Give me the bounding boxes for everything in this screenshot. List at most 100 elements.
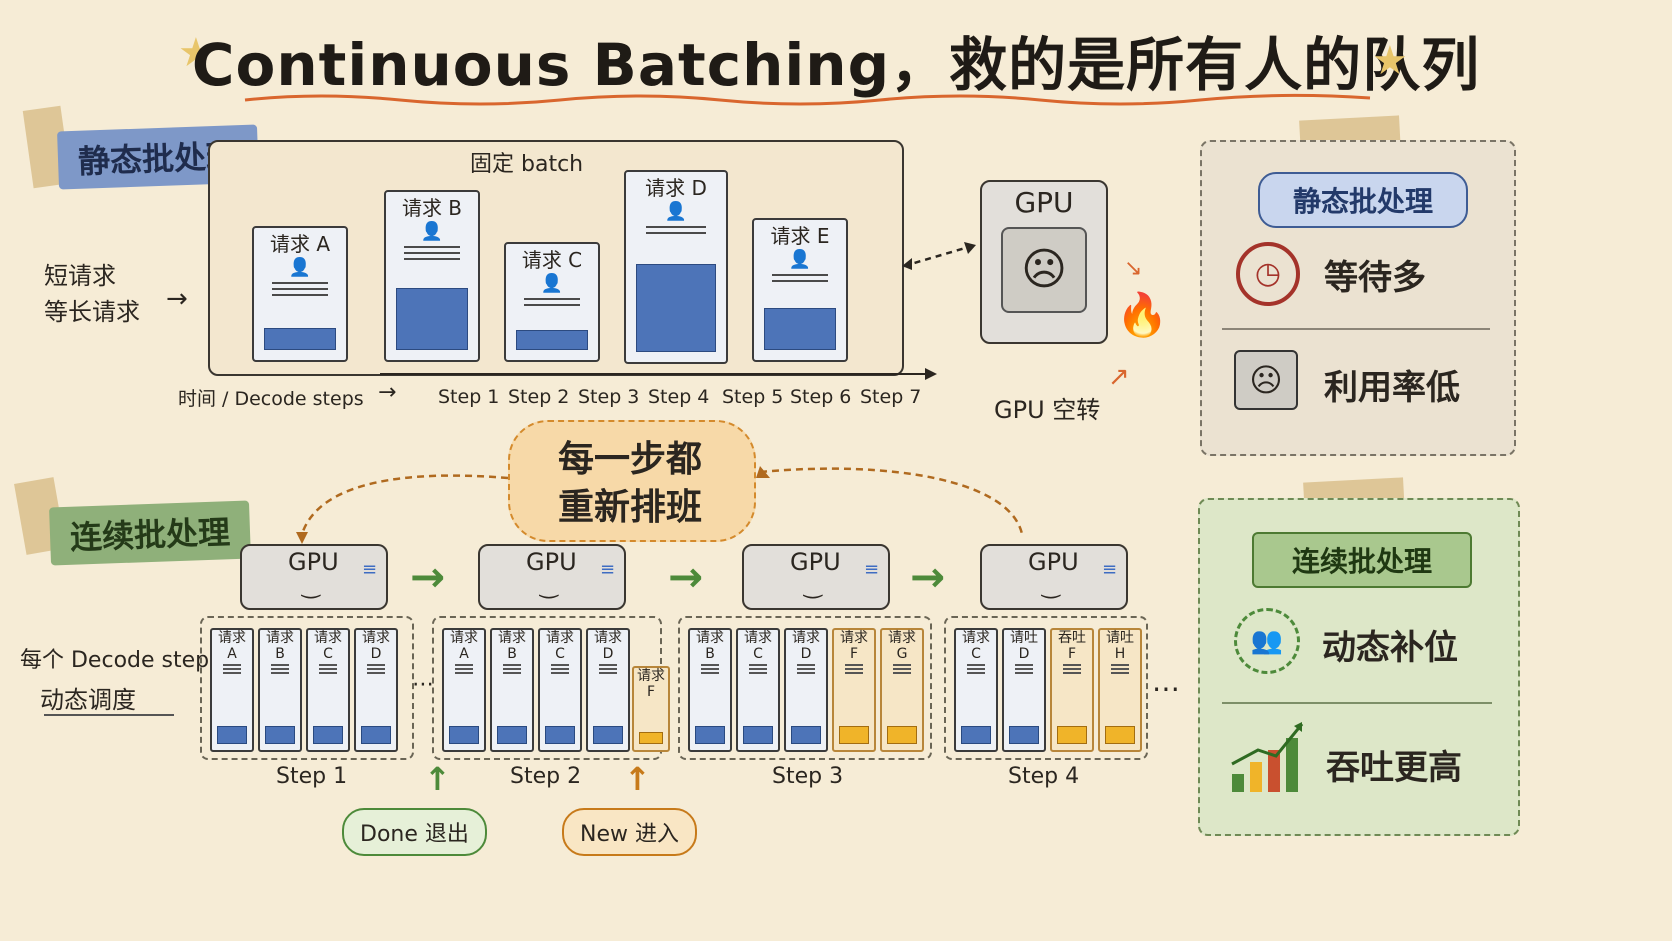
gpu-step-1	[240, 544, 388, 610]
mini-card-progress	[313, 726, 343, 744]
progress-fill	[264, 328, 336, 350]
gpu-label: GPU	[526, 548, 577, 576]
step-tick-label: Step 5	[722, 386, 784, 408]
continuous-summary-title: 连续批处理	[1252, 532, 1472, 588]
person-icon: 👤	[540, 273, 564, 294]
divider	[1222, 328, 1490, 330]
people-cycle-icon: 👥	[1234, 608, 1300, 674]
request-card-d: 请求 D 👤	[624, 170, 728, 364]
title-underline	[244, 93, 1371, 106]
gpu-label: GPU	[1014, 186, 1074, 219]
mini-card-letter: A	[459, 646, 469, 662]
mini-card-letter: B	[507, 646, 517, 662]
mini-card-label: 请求	[962, 630, 990, 646]
step-tick-label: Step 1	[438, 386, 500, 408]
progress-fill	[764, 308, 836, 350]
arrow-right-icon: →	[166, 284, 188, 314]
reschedule-bubble	[508, 420, 756, 542]
gpu-step-2	[478, 544, 626, 610]
request-label: 请求 B	[401, 196, 463, 220]
star-icon-right: ★	[1372, 38, 1408, 84]
batch-label: 固定 batch	[470, 152, 584, 177]
small-arrow-icon: ↗	[1108, 362, 1130, 392]
static-summary-item-1: 等待多	[1324, 258, 1426, 298]
static-summary-item-2: 利用率低	[1324, 368, 1460, 408]
smile-icon: ‿	[1042, 574, 1060, 599]
status-bars-icon: ≡	[1102, 559, 1118, 580]
clock-icon: ◷	[1236, 242, 1300, 306]
page-title: Continuous Batching，救的是所有人的队列	[191, 31, 1481, 99]
continuous-summary-item-1: 动态补位	[1322, 628, 1458, 668]
bubble-line-1: 每一步都	[557, 439, 702, 480]
time-axis	[380, 368, 937, 380]
mini-card-letter: D	[1018, 646, 1030, 662]
ellipsis-end: ⋯	[1152, 672, 1180, 705]
arrow-right-green-icon: →	[410, 552, 446, 601]
mini-card-label: 请吐	[1106, 630, 1134, 646]
mini-card-letter: F	[646, 684, 656, 700]
underline	[44, 714, 174, 716]
mini-card-letter: C	[971, 646, 981, 662]
continuous-section-label: 连续批处理	[49, 500, 251, 566]
continuous-summary-item-2: 吞吐更高	[1326, 748, 1462, 788]
mini-card-label: 请吐	[1010, 630, 1038, 646]
step-tick-label: Step 7	[860, 386, 922, 408]
divider	[1222, 702, 1492, 704]
step-label: Step 4	[1008, 764, 1080, 789]
mini-card-letter: B	[275, 646, 285, 662]
mini-card-progress	[545, 726, 575, 744]
arrow-up-orange-icon: ↑	[624, 760, 651, 798]
step-tick-label: Step 6	[790, 386, 852, 408]
arrow-right-green-icon: →	[910, 552, 946, 601]
mini-card-label: 请求	[498, 630, 526, 646]
mini-card-letter: A	[227, 646, 237, 662]
mini-card-letter: D	[370, 646, 382, 662]
mini-card-progress	[887, 726, 917, 744]
status-bars-icon: ≡	[362, 559, 378, 580]
mini-card-progress	[497, 726, 527, 744]
star-icon-left: ★	[178, 30, 214, 76]
mini-card-letter: D	[602, 646, 614, 662]
new-enter-badge: New 进入	[562, 808, 697, 856]
request-card-b: 请求 B 👤	[384, 190, 480, 362]
request-card-c: 请求 C 👤	[504, 242, 600, 362]
step-label: Step 3	[772, 764, 844, 789]
request-label: 请求 C	[521, 248, 583, 272]
cont-left-note-2: 动态调度	[40, 686, 136, 714]
mini-card-letter: B	[705, 646, 715, 662]
mini-card-progress	[593, 726, 623, 744]
left-note-1: 短请求	[44, 262, 116, 290]
mini-card-letter: D	[800, 646, 812, 662]
bubble-line-2: 重新排班	[557, 487, 702, 528]
step-group-3	[678, 616, 932, 760]
request-card-e: 请求 E 👤	[752, 218, 848, 362]
left-note-2: 等长请求	[44, 298, 140, 326]
person-icon: 👤	[788, 249, 812, 270]
sad-face-icon: ☹	[1001, 227, 1087, 313]
mini-card-label: 吞吐	[1058, 630, 1086, 646]
gpu-label: GPU	[288, 548, 339, 576]
mini-card-letter: C	[753, 646, 763, 662]
gpu-step-3	[742, 544, 890, 610]
mini-card-label: 请求	[450, 630, 478, 646]
person-icon: 👤	[420, 221, 444, 242]
progress-fill	[396, 288, 468, 350]
request-label: 请求 D	[645, 176, 707, 200]
status-bars-icon: ≡	[864, 559, 880, 580]
gpu-label: GPU	[1028, 548, 1079, 576]
gpu-step-4	[980, 544, 1128, 610]
mini-card-progress	[839, 726, 869, 744]
mini-card-progress	[265, 726, 295, 744]
mini-card-label: 请求	[744, 630, 772, 646]
progress-fill	[636, 264, 716, 352]
